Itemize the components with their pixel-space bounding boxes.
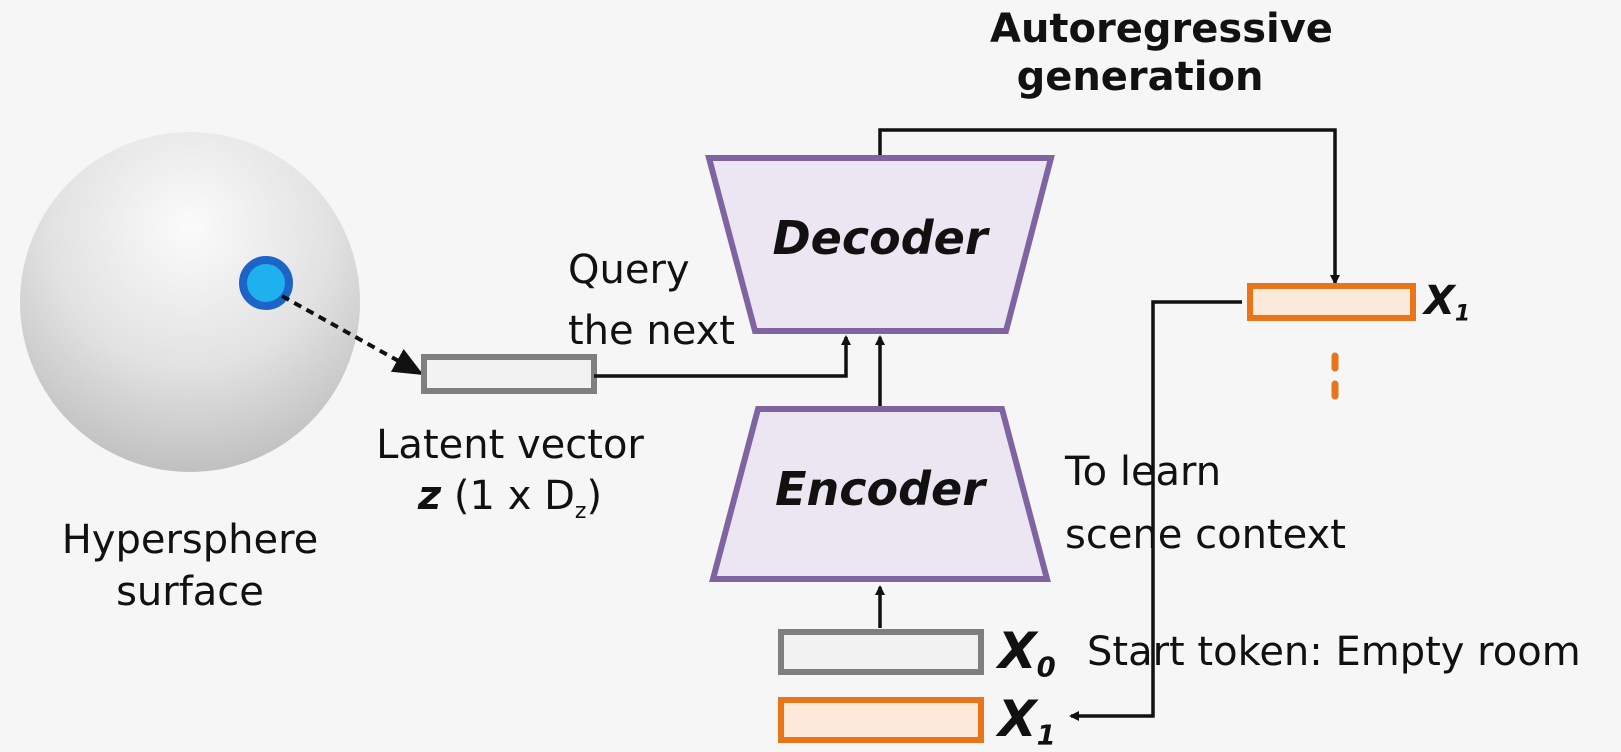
query-arrow (594, 335, 851, 378)
feedback-arrow (1069, 300, 1242, 721)
latent-line-2: z (1 x Dz) (345, 471, 675, 537)
x0-sub: 0 (1036, 651, 1056, 684)
latent-dim-close: ) (586, 473, 603, 519)
x1-output-label: X1 (1424, 278, 1470, 327)
latent-label: Latent vector z (1 x Dz) (345, 420, 675, 537)
query-label: Query the next (568, 240, 735, 362)
start-token-box (778, 629, 984, 675)
hypersphere (20, 132, 360, 472)
title-text: Autoregressive generation (990, 6, 1333, 100)
encoder-label: Encoder (775, 462, 985, 516)
context-line-1: To learn (1065, 449, 1222, 495)
encoder-block (709, 406, 1051, 582)
latent-vector-box (421, 354, 597, 394)
x0-label: X0 (998, 622, 1056, 683)
x1-output-sub: 1 (1454, 301, 1471, 327)
query-line-1: Query (568, 247, 690, 293)
hypersphere-label: Hypersphere surface (20, 514, 360, 618)
latent-dim-sub: z (574, 499, 587, 524)
x0-base: X (998, 622, 1037, 680)
x1-output-base: X (1424, 278, 1455, 324)
decoder-label: Decoder (772, 211, 988, 265)
start-token-label: Start token: Empty room (1087, 629, 1581, 675)
sample-arrow (281, 294, 424, 375)
hypersphere-line-1: Hypersphere (61, 517, 319, 563)
latent-line-1: Latent vector (376, 422, 644, 468)
output-x1-box (1247, 283, 1416, 321)
query-line-2: the next (568, 308, 735, 354)
context-label: To learn scene context (1065, 441, 1346, 567)
x1-input-sub: 1 (1036, 719, 1056, 752)
hypersphere-line-2: surface (116, 569, 264, 615)
latent-dim-open: (1 x D (453, 473, 575, 519)
input-x1-box (778, 697, 984, 743)
decoder-block (705, 155, 1055, 334)
context-line-2: scene context (1065, 512, 1346, 558)
x1-input-base: X (998, 690, 1037, 748)
latent-symbol: z (417, 473, 442, 519)
latent-point (239, 256, 293, 310)
autoregressive-arrow (878, 128, 1340, 285)
x1-input-label: X1 (998, 690, 1056, 751)
title: Autoregressive generation (960, 5, 1333, 101)
